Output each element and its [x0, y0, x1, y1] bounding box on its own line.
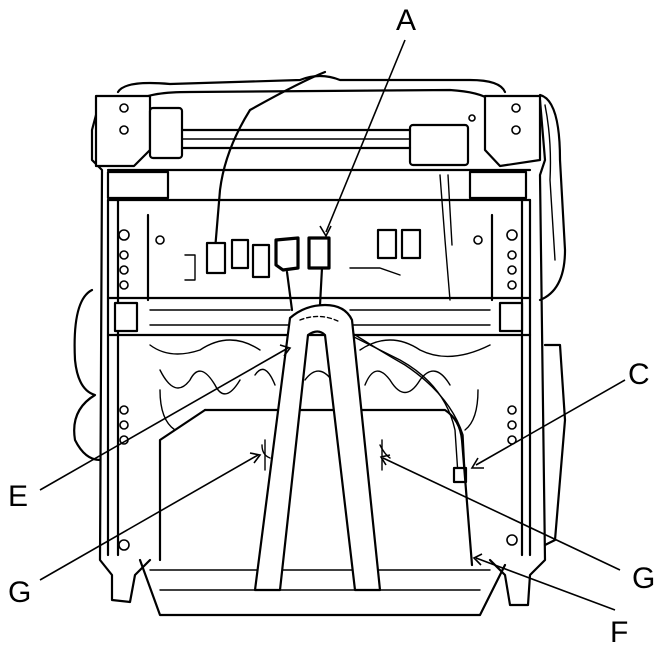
leader-c [475, 379, 626, 466]
right-side-harness [538, 93, 567, 547]
seat-pan [158, 408, 474, 567]
leader-g-left [39, 454, 259, 581]
callout-c: C [628, 358, 650, 391]
left-upper-bracket [94, 94, 184, 168]
callout-e: E [8, 480, 28, 513]
callout-g-left: G [8, 576, 31, 609]
connector-a [307, 236, 331, 270]
left-side-lever [73, 288, 102, 462]
callout-f: F [610, 616, 628, 649]
right-side-rail [473, 198, 532, 557]
middle-cross-member [106, 296, 532, 337]
upper-cross-rod [106, 128, 532, 202]
connectors [184, 228, 422, 281]
leader-g-right [382, 457, 621, 571]
leader-a [325, 39, 406, 233]
left-side-rail [106, 198, 165, 557]
leader-lines [39, 39, 626, 611]
callout-g-right: G [632, 562, 655, 595]
center-strap [253, 303, 382, 592]
callout-a: A [396, 4, 416, 37]
leader-f [475, 557, 616, 611]
seat-springs [149, 339, 491, 431]
right-upper-bracket [408, 94, 542, 168]
leader-e [39, 347, 289, 491]
